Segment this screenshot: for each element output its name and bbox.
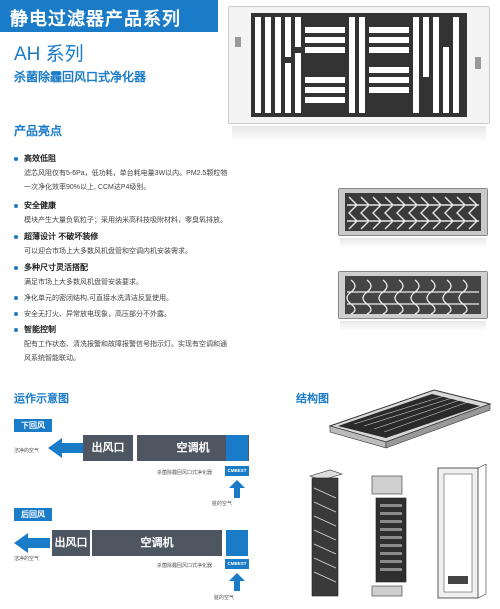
- outlet-block: 出风口: [52, 530, 90, 556]
- clean-air-label: 洁净的空气: [14, 556, 40, 562]
- bullet-dot: [14, 296, 18, 300]
- feature-title: 多种尺寸灵活搭配: [24, 263, 88, 272]
- product-subtitle: 杀菌除霾回风口式净化器: [14, 70, 147, 84]
- frame-housing-illustration: [437, 463, 487, 599]
- assembled-unit-illustration: [328, 389, 492, 449]
- brand-badge: CMBEST: [225, 559, 249, 569]
- product-photo-lattice-b: [338, 271, 488, 319]
- airflow-left-arrow-icon: [48, 438, 84, 458]
- dirty-air-label: 脏的空气: [214, 595, 235, 601]
- series-title: AH 系列: [14, 44, 84, 65]
- feature-desc: 一次净化效率90%以上, CCM达P4级别。: [24, 184, 151, 191]
- feature-desc: 风系统智能联动。: [24, 355, 80, 362]
- bullet-dot: [14, 312, 18, 316]
- airflow-up-arrow-icon: [229, 573, 245, 591]
- title-banner: 静电过滤器产品系列: [0, 0, 218, 32]
- clean-air-label: 洁净的空气: [14, 448, 40, 454]
- purifier-block: [226, 435, 248, 461]
- operation-title: 运作示意图: [14, 393, 69, 405]
- outlet-block: 出风口: [83, 435, 133, 461]
- grille-panel-illustration: [309, 469, 343, 597]
- airflow-left-arrow-icon: [14, 533, 50, 553]
- feature-title: 超薄设计 不破坏装修: [24, 232, 99, 241]
- filter-module-illustration: [371, 475, 407, 597]
- product-reflection: [340, 238, 486, 248]
- bullet-dot: [14, 327, 18, 332]
- bullet-safety: 安全无打火、异常放电现象，高压部分不外露。: [14, 309, 171, 319]
- bullet-dot: [14, 265, 18, 270]
- bullet-washable: 净化单元的密闭结构,可直接水洗清洁反复使用。: [14, 293, 173, 303]
- feature-desc: 满足市场上大多数风机盘管安装要求。: [24, 279, 143, 286]
- mode-tag-down: 下回风: [14, 419, 52, 432]
- dirty-air-label: 脏的空气: [212, 501, 233, 507]
- product-photo-lattice-a: [338, 188, 488, 236]
- highlights-title: 产品亮点: [14, 124, 63, 138]
- feature-smart-control: 智能控制 配有工作状态、清洗报警和故障报警信号指示灯。实现有空调和通 风系统智能…: [14, 324, 314, 366]
- feature-title: 高效低阻: [24, 154, 56, 163]
- feature-title: 智能控制: [24, 325, 56, 334]
- product-photo-main: [228, 6, 490, 124]
- feature-desc: 模块产生大量负氧粒子；采用纳米高科技吸附材料，零臭氧排放。: [24, 217, 227, 224]
- ac-unit-block: 空调机: [92, 530, 222, 556]
- feature-desc: 配有工作状态、清洗报警和故障报警信号指示灯。实现有空调和通: [24, 341, 227, 348]
- product-reflection: [232, 126, 486, 142]
- structure-title: 结构图: [296, 393, 329, 405]
- feature-safe-healthy: 安全健康 模块产生大量负氧粒子；采用纳米高科技吸附材料，零臭氧排放。: [14, 200, 314, 228]
- feature-title: 安全健康: [24, 201, 56, 210]
- purifier-label: 杀菌除霾回风口式净化器: [157, 563, 213, 569]
- feature-desc: 滤芯风阻仅有5-6Pa，低功耗，单台耗电量3W以内。PM2.5颗粒物: [24, 170, 228, 177]
- purifier-block: [226, 530, 248, 556]
- bullet-dot: [14, 203, 18, 208]
- mode-tag-back: 后回风: [14, 508, 52, 521]
- product-reflection: [340, 321, 486, 331]
- airflow-up-arrow-icon: [229, 480, 245, 498]
- feature-multiple-sizes: 多种尺寸灵活搭配 满足市场上大多数风机盘管安装要求。: [14, 262, 314, 290]
- bullet-dot: [14, 156, 18, 161]
- page-title: 静电过滤器产品系列: [10, 9, 181, 29]
- feature-low-resistance: 高效低阻 滤芯风阻仅有5-6Pa，低功耗，单台耗电量3W以内。PM2.5颗粒物 …: [14, 153, 314, 195]
- feature-desc: 可以迎合市场上大多数风机盘管和空调内机安装需求。: [24, 248, 192, 255]
- bullet-dot: [14, 234, 18, 239]
- brand-badge: CMBEST: [225, 466, 249, 476]
- feature-ultra-thin: 超薄设计 不破坏装修 可以迎合市场上大多数风机盘管和空调内机安装需求。: [14, 231, 314, 259]
- purifier-label: 杀菌除霾回风口式净化器: [157, 470, 213, 476]
